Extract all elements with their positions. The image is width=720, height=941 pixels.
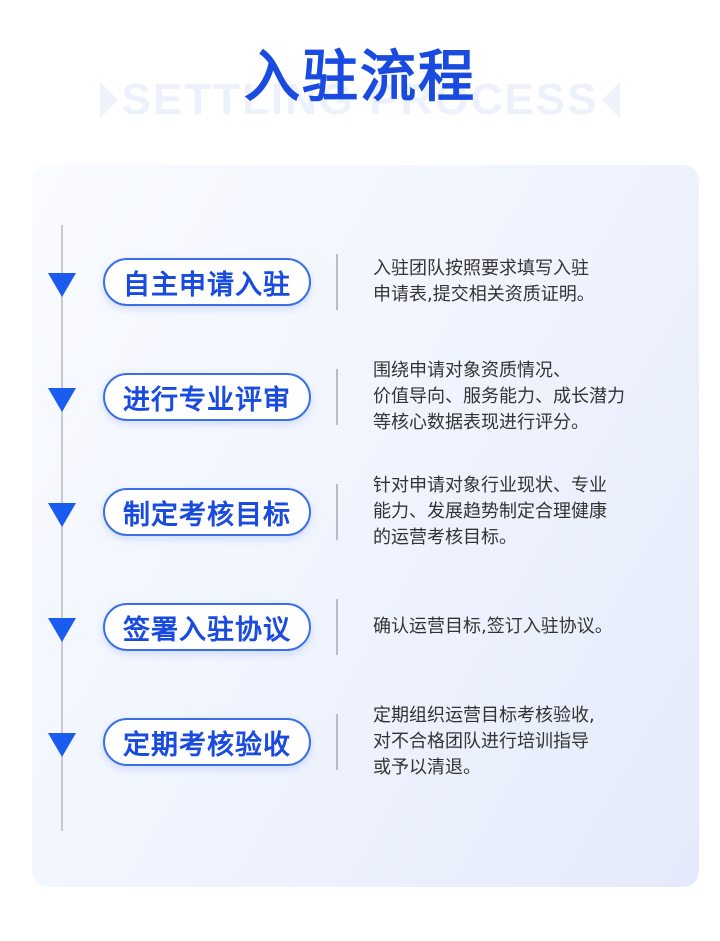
step-pill: 制定考核目标 <box>103 488 311 536</box>
down-arrow-icon <box>48 618 76 642</box>
step-pill: 签署入驻协议 <box>103 603 311 651</box>
down-arrow-icon <box>48 273 76 297</box>
step-label: 定期考核验收 <box>123 729 291 761</box>
step-description-line: 确认运营目标,签订入驻协议。 <box>373 616 613 637</box>
timeline-line <box>61 225 63 831</box>
title-watermark: SETTLING PROCESS <box>121 75 599 124</box>
step-description-line: 能力、发展趋势制定合理健康 <box>373 501 607 522</box>
down-arrow-icon <box>48 388 76 412</box>
step-label: 进行专业评审 <box>123 384 291 416</box>
process-step: 签署入驻协议 确认运营目标,签订入驻协议。 <box>0 567 720 687</box>
down-arrow-icon <box>48 503 76 527</box>
step-pill: 定期考核验收 <box>103 718 311 766</box>
down-arrow-icon <box>48 733 76 757</box>
step-pill: 进行专业评审 <box>103 373 311 421</box>
step-label: 制定考核目标 <box>123 499 291 531</box>
header: SETTLING PROCESS 入驻流程 <box>0 0 720 160</box>
process-step: 制定考核目标 针对申请对象行业现状、专业 能力、发展趋势制定合理健康 的运营考核… <box>0 452 720 572</box>
step-description-line: 对不合格团队进行培训指导 <box>373 731 589 752</box>
step-description-line: 申请表,提交相关资质证明。 <box>373 284 595 305</box>
step-description-line: 入驻团队按照要求填写入驻 <box>373 258 589 279</box>
step-description-line: 的运营考核目标。 <box>373 527 517 548</box>
step-description-line: 或予以清退。 <box>373 757 481 778</box>
step-description-line: 等核心数据表现进行评分。 <box>373 412 589 433</box>
step-divider <box>336 254 338 310</box>
step-divider <box>336 599 338 655</box>
chevron-left-icon <box>602 82 620 118</box>
page-title: 入驻流程 <box>244 45 476 110</box>
step-description: 定期组织运营目标考核验收, 对不合格团队进行培训指导 或予以清退。 <box>373 703 683 781</box>
step-label: 自主申请入驻 <box>123 269 291 301</box>
step-divider <box>336 484 338 540</box>
process-step: 进行专业评审 围绕申请对象资质情况、 价值导向、服务能力、成长潜力 等核心数据表… <box>0 337 720 457</box>
process-step: 定期考核验收 定期组织运营目标考核验收, 对不合格团队进行培训指导 或予以清退。 <box>0 682 720 802</box>
step-description: 确认运营目标,签订入驻协议。 <box>373 614 683 640</box>
step-description-line: 定期组织运营目标考核验收, <box>373 705 595 726</box>
step-divider <box>336 714 338 770</box>
step-description-line: 价值导向、服务能力、成长潜力 <box>373 386 625 407</box>
step-description-line: 围绕申请对象资质情况、 <box>373 360 571 381</box>
step-description-line: 针对申请对象行业现状、专业 <box>373 475 607 496</box>
step-description: 围绕申请对象资质情况、 价值导向、服务能力、成长潜力 等核心数据表现进行评分。 <box>373 358 683 436</box>
step-label: 签署入驻协议 <box>123 614 291 646</box>
step-description: 针对申请对象行业现状、专业 能力、发展趋势制定合理健康 的运营考核目标。 <box>373 473 683 551</box>
chevron-right-icon <box>100 82 118 118</box>
step-pill: 自主申请入驻 <box>103 258 311 306</box>
step-description: 入驻团队按照要求填写入驻 申请表,提交相关资质证明。 <box>373 256 683 308</box>
step-divider <box>336 369 338 425</box>
process-step: 自主申请入驻 入驻团队按照要求填写入驻 申请表,提交相关资质证明。 <box>0 222 720 342</box>
